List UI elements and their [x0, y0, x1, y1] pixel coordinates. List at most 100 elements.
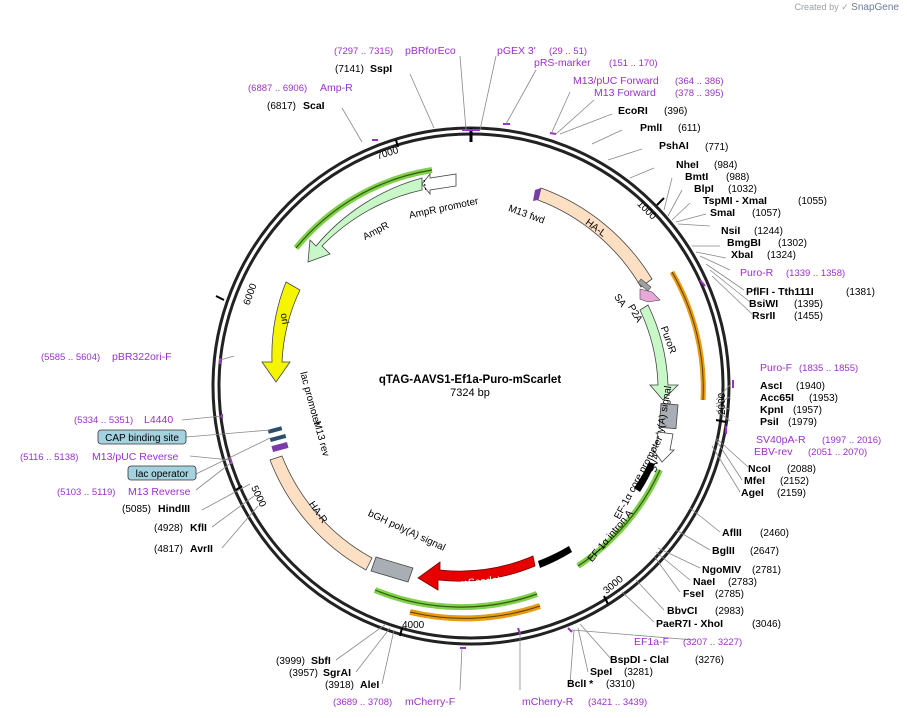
site-name[interactable]: AleI — [360, 679, 379, 691]
site-pos: (1302) — [778, 238, 807, 249]
site-name[interactable]: PmlI — [640, 122, 662, 134]
primer-name[interactable]: mCherry-R — [522, 696, 574, 708]
site-name[interactable]: AscI — [760, 380, 782, 392]
site-name[interactable]: KflI — [190, 522, 207, 534]
site-pos: (4928) — [154, 523, 183, 534]
feature-ef1a-intron-a[interactable] — [577, 469, 661, 567]
primer-name[interactable]: M13 Reverse — [128, 486, 191, 498]
site-pos: (3281) — [624, 667, 653, 678]
primer-range: (5103 .. 5119) — [57, 487, 115, 498]
cap-binding-site-label: CAP binding site — [105, 433, 179, 444]
site-name[interactable]: EcoRI — [618, 105, 648, 117]
feature-ha-l[interactable] — [537, 187, 653, 288]
feature-m13-rev-marker — [271, 442, 289, 452]
feature-p2a[interactable] — [639, 288, 661, 303]
site-pos: (1957) — [793, 405, 822, 416]
primer-range: (5116 .. 5138) — [20, 452, 78, 463]
site-name[interactable]: MfeI — [744, 475, 765, 487]
site-name[interactable]: XbaI — [731, 249, 753, 261]
feature-ampr-promoter[interactable] — [421, 172, 457, 196]
site-pos: (7141) — [335, 64, 364, 75]
site-name[interactable]: AvrII — [190, 543, 213, 555]
site-name[interactable]: PsiI — [760, 416, 779, 428]
primer-name[interactable]: pRS-marker — [534, 57, 591, 69]
site-name[interactable]: BglII — [712, 545, 735, 557]
feature-puror[interactable] — [639, 304, 679, 401]
primer-name[interactable]: pBR322ori-F — [112, 351, 172, 363]
feature-label-m13-fwd: M13 fwd — [507, 203, 546, 226]
lac-operator-box[interactable]: lac operator — [127, 465, 197, 481]
site-name[interactable]: NaeI — [693, 576, 715, 588]
tick-label-6000: 6000 — [242, 282, 260, 307]
site-name[interactable]: AgeI — [741, 487, 764, 499]
sites-right: EcoRI (396) PmlI (611) PshAI (771) NheI … — [567, 105, 875, 690]
feature-lac-operator-marker — [269, 433, 287, 443]
site-name[interactable]: NsiI — [721, 225, 740, 237]
primer-range: (2051 .. 2070) — [808, 447, 867, 458]
primer-name[interactable]: M13/pUC Reverse — [92, 451, 179, 463]
site-name[interactable]: FseI — [683, 588, 704, 600]
site-name[interactable]: BbvCI — [667, 605, 697, 617]
site-name[interactable]: AflII — [722, 527, 742, 539]
site-name[interactable]: NheI — [676, 159, 699, 171]
site-pos: (1057) — [752, 208, 781, 219]
feature-ef1a-core-promoter[interactable] — [634, 462, 655, 492]
primer-name[interactable]: mCherry-F — [405, 696, 455, 708]
primer-name[interactable]: M13/pUC Forward — [573, 75, 659, 87]
feature-ampr[interactable] — [307, 177, 423, 263]
primer-name[interactable]: Amp-R — [320, 82, 353, 94]
feature-ori[interactable] — [261, 281, 301, 383]
primer-name[interactable]: Puro-F — [760, 362, 792, 374]
primer-name[interactable]: Puro-R — [740, 267, 774, 279]
site-name[interactable]: SbfI — [311, 655, 331, 667]
primer-name[interactable]: pGEX 3' — [497, 45, 536, 57]
feature-label-bgh: bGH poly(A) signal — [366, 508, 447, 553]
snapgene-credit: Created by ✓ SnapGene — [795, 2, 899, 13]
site-name[interactable]: SspI — [370, 63, 392, 75]
site-pos: (1953) — [809, 393, 838, 404]
site-name[interactable]: PflFI - Tth111I — [746, 286, 814, 298]
primer-range: (3207 .. 3227) — [683, 637, 742, 648]
site-pos: (2783) — [728, 577, 757, 588]
site-pos: (988) — [726, 172, 749, 183]
site-name[interactable]: BmgBI — [727, 237, 761, 249]
site-name[interactable]: PaeR7I - XhoI — [656, 618, 723, 630]
cap-binding-site-box[interactable]: CAP binding site — [97, 429, 187, 445]
site-name[interactable]: SmaI — [710, 207, 735, 219]
primer-name[interactable]: pBRforEco — [405, 45, 456, 57]
site-name[interactable]: SpeI — [590, 666, 612, 678]
site-pos: (3310) — [606, 679, 635, 690]
site-name[interactable]: NgoMIV — [702, 564, 741, 576]
tick-label-1000: 1000 — [635, 199, 659, 223]
feature-ha-r[interactable] — [269, 455, 373, 571]
primer-name[interactable]: EF1a-F — [634, 636, 669, 648]
site-name[interactable]: HindIII — [158, 503, 190, 515]
site-name[interactable]: BmtI — [685, 171, 708, 183]
site-name[interactable]: BlpI — [694, 183, 714, 195]
feature-bgh-polya[interactable] — [370, 556, 414, 583]
site-pos: (2152) — [780, 476, 809, 487]
site-pos: (984) — [714, 160, 737, 171]
tick-label-5000: 5000 — [248, 484, 268, 509]
site-name[interactable]: NcoI — [748, 463, 771, 475]
primer-name[interactable]: EBV-rev — [754, 446, 793, 458]
site-name[interactable]: SgrAI — [323, 667, 351, 679]
site-name[interactable]: PshAI — [659, 140, 689, 152]
site-name[interactable]: ScaI — [303, 100, 325, 112]
site-name[interactable]: BsiWI — [749, 298, 778, 310]
primer-name[interactable]: L4440 — [144, 414, 173, 426]
primer-name[interactable]: SV40pA-R — [756, 434, 806, 446]
site-pos: (1055) — [798, 196, 827, 207]
feature-mscarlet[interactable] — [417, 555, 536, 591]
site-name[interactable]: TspMI - XmaI — [703, 195, 767, 207]
site-name[interactable]: Acc65I — [760, 392, 794, 404]
site-name[interactable]: RsrII — [752, 310, 775, 322]
site-name[interactable]: BspDI - ClaI — [610, 654, 669, 666]
mscarlet-green-core — [374, 589, 538, 608]
primer-name[interactable]: M13 Forward — [594, 87, 656, 99]
feature-sv40-polya[interactable] — [658, 402, 679, 430]
site-name[interactable]: KpnI — [760, 404, 783, 416]
site-pos: (3046) — [752, 619, 781, 630]
feature-label-lac-promoter: lac promoter — [297, 371, 322, 428]
site-name[interactable]: BclI * — [567, 678, 594, 690]
